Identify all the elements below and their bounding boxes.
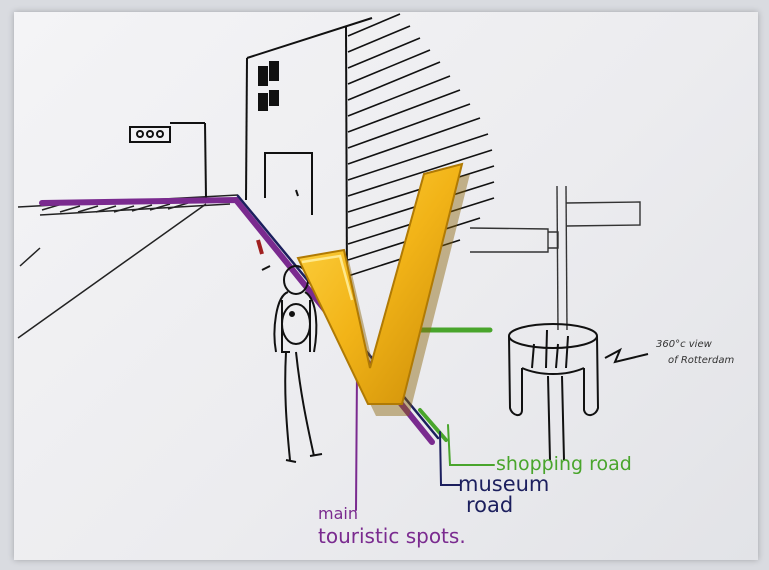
museum-label: museum — [458, 474, 549, 495]
horizon-lines — [18, 195, 238, 338]
view-label-line1: 360°c view — [656, 340, 712, 350]
viewing-tower — [509, 324, 648, 460]
signpost — [470, 186, 640, 330]
tall-building — [246, 18, 372, 290]
view-label-line2: of Rotterdam — [668, 356, 734, 366]
road-label: road — [466, 495, 513, 516]
touristic-spots-label: touristic spots. — [318, 526, 466, 546]
traffic-light — [130, 123, 206, 198]
v-letter-logo — [298, 164, 470, 416]
main-label: main — [318, 506, 358, 522]
